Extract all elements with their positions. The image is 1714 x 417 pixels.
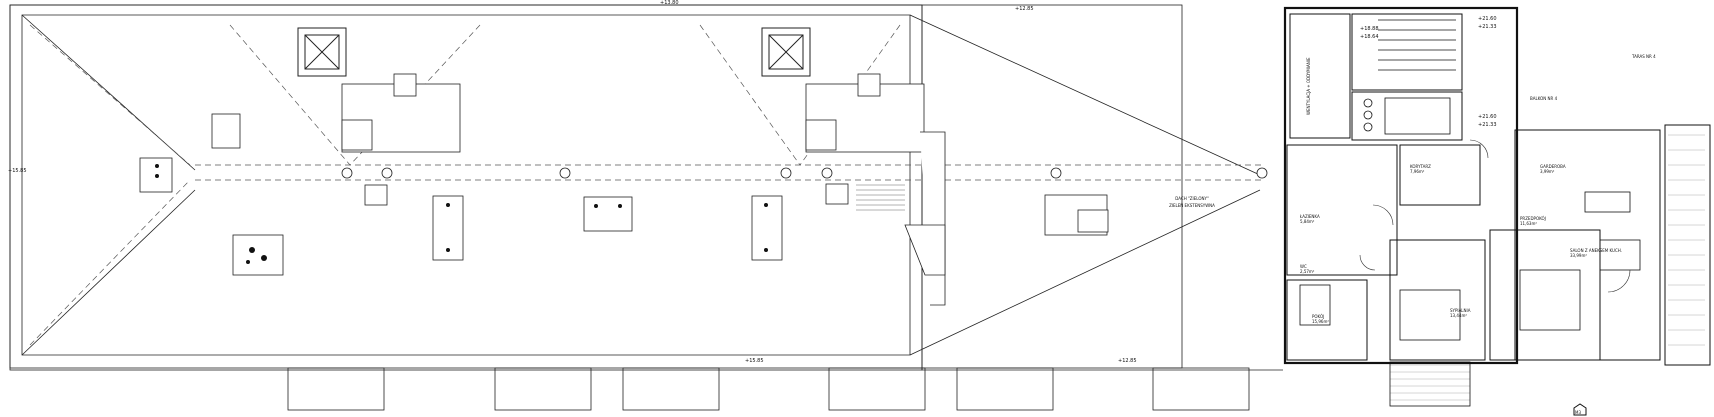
elevator-shaft <box>1384 97 1451 135</box>
level-top-mid: +12.85 <box>1015 6 1034 12</box>
level-top-center: +13.80 <box>660 0 679 6</box>
room-5-area: 2,57m² <box>1300 269 1315 274</box>
ventilation-shaft <box>1289 13 1351 139</box>
room-0-area: 3,99m² <box>1540 169 1555 174</box>
level-stair-a: +21.60 <box>1478 16 1497 22</box>
vent-box-8 <box>825 183 849 205</box>
balcony-label: BALKON NR 4 <box>1530 96 1558 101</box>
level-bottom-a: +15.85 <box>745 358 764 364</box>
bay-2 <box>494 367 592 411</box>
level-bottom-b: +12.85 <box>1118 358 1137 364</box>
bay-5 <box>956 367 1054 411</box>
terrace-label: TARAS NR 4 <box>1631 54 1656 59</box>
parapet-wall <box>920 131 946 306</box>
room-7-name: PRZEDPOKÓJ <box>1520 216 1546 221</box>
dining-table <box>1599 239 1641 271</box>
bed <box>1399 289 1461 341</box>
bedroom-large <box>1389 239 1486 361</box>
skylight-2 <box>761 27 811 77</box>
skylight-1 <box>297 27 347 77</box>
valley-line-c <box>699 24 801 166</box>
level-stair-c: +21.60 <box>1478 114 1497 120</box>
valley-line-sw <box>29 179 191 346</box>
level-entry-a: +18.88 <box>1360 26 1379 32</box>
room-5-name: WC <box>1300 264 1307 269</box>
parapet-step <box>904 224 946 276</box>
wardrobe <box>1299 284 1331 326</box>
elevator-room <box>1351 91 1463 141</box>
corridor <box>1399 144 1481 206</box>
room-2-area: 7,96m² <box>1410 169 1425 174</box>
level-stair-b: +21.33 <box>1478 24 1497 30</box>
room-6-area: 33,99m² <box>1570 253 1587 258</box>
apartment-outer-wall <box>1283 6 1519 365</box>
kitchen-living <box>1514 129 1661 361</box>
roof-label-line1: DACH "ZIELONY" <box>1175 196 1209 201</box>
bedroom-small <box>1286 279 1368 361</box>
room-1-name: ŁAZIENKA <box>1299 214 1320 219</box>
valley-line-a <box>229 24 351 166</box>
room-6-name: SALON Z ANEKSEM KUCH. <box>1570 248 1622 253</box>
room-2-name: KORYTARZ <box>1410 164 1431 169</box>
skylight-2-inner <box>768 34 804 70</box>
stair-room <box>1351 13 1463 91</box>
room-4-name: SYPIALNIA <box>1450 308 1471 313</box>
level-entry-b: +18.64 <box>1360 34 1379 40</box>
balcony-strip <box>1664 124 1711 366</box>
north-marker-label: M3 <box>1575 410 1581 415</box>
chimney-2 <box>393 73 417 97</box>
roof-hatch-inner <box>1077 209 1109 233</box>
room-7-area: 11,63m² <box>1520 221 1537 226</box>
bay-6 <box>1152 367 1250 411</box>
vent-box-3 <box>232 234 284 276</box>
north-arrow-icon <box>1573 403 1587 416</box>
shaft-label: WENTYLACJA + ODDYMIANIE <box>1306 57 1311 115</box>
kitchen-counter <box>1584 191 1631 213</box>
level-left: +15.85 <box>8 168 27 174</box>
vent-box-6 <box>583 196 633 232</box>
sofa <box>1519 269 1581 331</box>
room-4-area: 13,44m² <box>1450 313 1467 318</box>
balcony-bottom <box>1389 361 1471 407</box>
level-stair-d: +21.33 <box>1478 122 1497 128</box>
room-3-name: POKÓJ <box>1312 314 1324 319</box>
skylight-1-inner <box>304 34 340 70</box>
valley-line-nw <box>29 24 191 166</box>
hip-ridge-ne <box>909 14 1261 176</box>
bay-1 <box>287 367 385 411</box>
bay-3 <box>622 367 720 411</box>
hip-ridge-sw <box>21 189 196 356</box>
roof-slab-outline <box>9 4 1183 369</box>
chimney-3 <box>805 119 837 151</box>
hip-ridge-se <box>909 189 1261 356</box>
bathroom-zone <box>1286 144 1398 276</box>
vent-box-4 <box>364 184 388 206</box>
room-0-name: GARDEROBA <box>1540 164 1566 169</box>
room-3-area: 15,96m² <box>1312 319 1329 324</box>
chimney-4 <box>857 73 881 97</box>
chimney-1 <box>341 119 373 151</box>
roof-label-line2: ZIELEŃ EKSTENSYWNA <box>1169 203 1215 208</box>
vent-box-1 <box>211 113 241 149</box>
bay-4 <box>828 367 926 411</box>
right-roof-outline <box>921 5 1283 371</box>
room-1-area: 5,84m² <box>1300 219 1315 224</box>
